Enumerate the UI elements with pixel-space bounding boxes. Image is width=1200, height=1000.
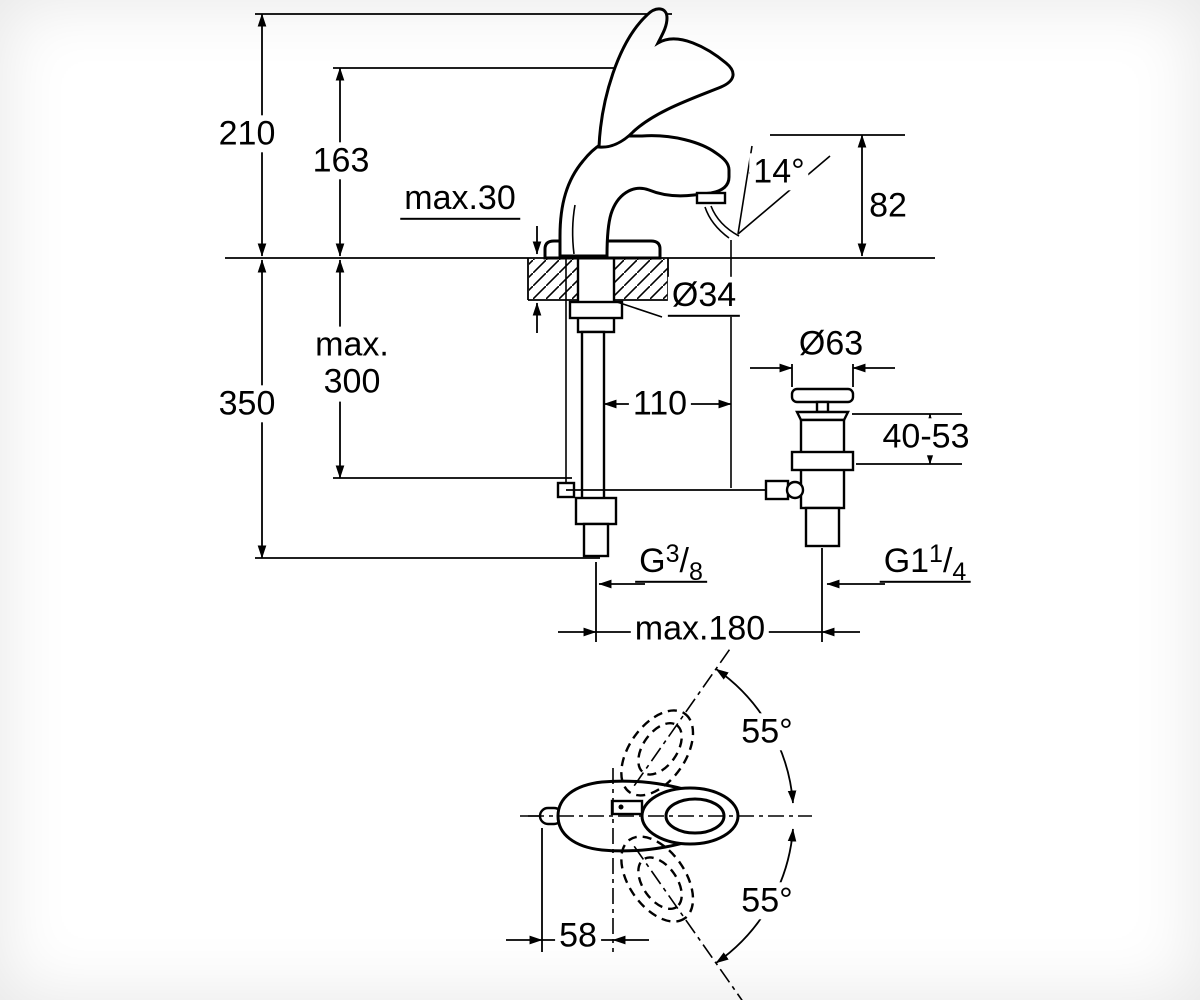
dim-spout-reach: 110 [628, 384, 692, 423]
faucet-top-view [506, 629, 812, 1000]
faucet-body-spout [558, 134, 731, 258]
hose-connector [582, 522, 610, 558]
dim-overall-height: 210 [214, 114, 280, 153]
dim-spout-angle: 14° [749, 152, 809, 191]
thread-waste-label: G11/4 [879, 539, 971, 586]
drain-assembly [785, 387, 855, 548]
dim-clamp-range: 40-53 [878, 417, 974, 456]
thread-supply-slash: / [679, 541, 689, 580]
faucet-side-view [543, 7, 740, 260]
thread-supply-denominator: 8 [688, 557, 703, 586]
thread-supply-numerator: 3 [665, 539, 680, 568]
dim-outlet-height: 82 [865, 186, 911, 225]
threaded-shank [576, 256, 616, 334]
thread-supply-base: G [639, 541, 666, 580]
handle-swung-down-ghost [620, 835, 695, 923]
dim-hose-length-line1: max. [315, 325, 389, 364]
thread-waste-base: G1 [883, 541, 930, 580]
faucet-handle [597, 7, 735, 149]
dim-hole-diameter: Ø34 [667, 276, 741, 318]
dim-spread-max: max.180 [630, 609, 770, 648]
below-deck-assembly [556, 256, 800, 558]
dim-deck-thickness: max.30 [400, 179, 520, 221]
dim-spout-height: 163 [308, 141, 374, 180]
dim-hose-length-line2: 300 [323, 363, 381, 401]
dim-depth-below-deck: 350 [214, 384, 280, 423]
pop-up-plug [790, 387, 855, 404]
hose-nut [574, 496, 618, 526]
handle-swung-up-ghost [620, 709, 695, 797]
thread-waste-numerator: 1 [929, 539, 943, 568]
water-stream [710, 205, 740, 237]
pop-up-rod [556, 479, 800, 501]
cartridge-cap [610, 799, 644, 816]
dim-flange-diameter: Ø63 [794, 324, 868, 363]
dim-hose-length: max. 300 [311, 325, 393, 402]
dim-swing-angle-lower: 55° [737, 881, 797, 920]
thread-supply-label: G3/8 [635, 539, 707, 586]
dim-swing-angle-upper: 55° [737, 712, 797, 751]
aerator [695, 191, 727, 205]
waste-nut [790, 450, 855, 472]
waste-tailpiece [804, 506, 841, 548]
mounting-nut [568, 300, 624, 320]
thread-waste-denominator: 4 [952, 557, 967, 586]
supply-hose [580, 330, 606, 502]
dim-handle-offset: 58 [555, 916, 601, 955]
thread-waste-slash: / [942, 541, 953, 580]
